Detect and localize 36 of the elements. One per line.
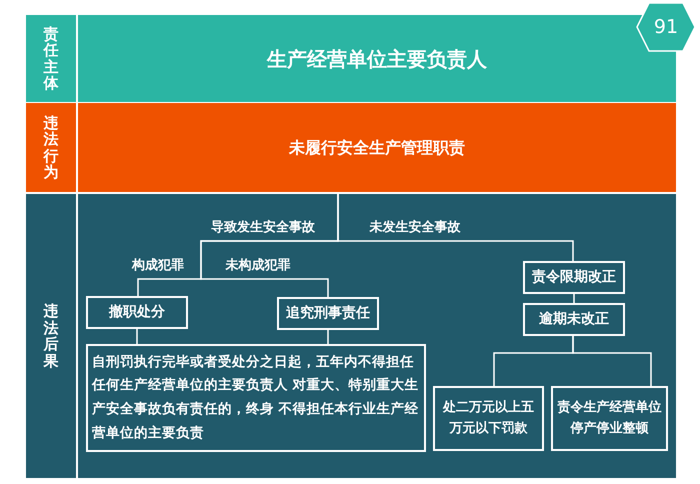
page-number: 91 bbox=[654, 14, 678, 40]
row-label: 责任主体 bbox=[44, 26, 58, 92]
node-text: 逾期未改正 bbox=[539, 310, 609, 330]
branch-label: 导致发生安全事故 bbox=[211, 218, 315, 236]
node-text: 撤职处分 bbox=[109, 303, 165, 322]
row-header bbox=[26, 103, 76, 192]
connector-line bbox=[573, 294, 575, 303]
page-number-hexagon bbox=[636, 2, 696, 52]
process-box bbox=[433, 386, 544, 451]
behavior-band bbox=[78, 103, 676, 192]
row-label: 违法行为 bbox=[44, 114, 58, 180]
process-box bbox=[551, 386, 668, 451]
process-box bbox=[277, 297, 379, 330]
text-box bbox=[86, 344, 426, 452]
process-box bbox=[86, 296, 188, 329]
branch-label: 构成犯罪 bbox=[132, 257, 184, 274]
branch-label: 未构成犯罪 bbox=[226, 257, 290, 274]
subject-band bbox=[78, 15, 676, 102]
connector-line bbox=[337, 192, 574, 261]
process-box bbox=[523, 261, 625, 294]
node-text: 处二万元以上五万元以下罚款 bbox=[442, 398, 535, 438]
node-text: 责令生产经营单位停产停业整顿 bbox=[557, 398, 662, 438]
node-text: 未履行安全生产管理职责 bbox=[289, 136, 465, 159]
consequence-panel bbox=[78, 194, 676, 478]
row-label: 违法后果 bbox=[44, 303, 58, 369]
connector-line bbox=[327, 330, 329, 344]
node-text: 追究刑事责任 bbox=[286, 304, 370, 324]
node-text: 自刑罚执行完毕或者受处分之日起，五年内不得担任任何生产经营单位的主要负责人 对重大、特别重大生产安全事故负有责任的，终身 不得担任本行业生产经营单位的主要负责 bbox=[92, 352, 420, 443]
node-text: 责令限期改正 bbox=[532, 268, 616, 288]
row-header bbox=[26, 194, 76, 478]
branch-label: 未发生安全事故 bbox=[370, 218, 460, 236]
connector-line bbox=[136, 329, 138, 344]
row-header bbox=[26, 15, 76, 102]
node-text: 生产经营单位主要负责人 bbox=[267, 46, 487, 72]
connector-line bbox=[572, 336, 652, 386]
process-box bbox=[523, 303, 625, 336]
